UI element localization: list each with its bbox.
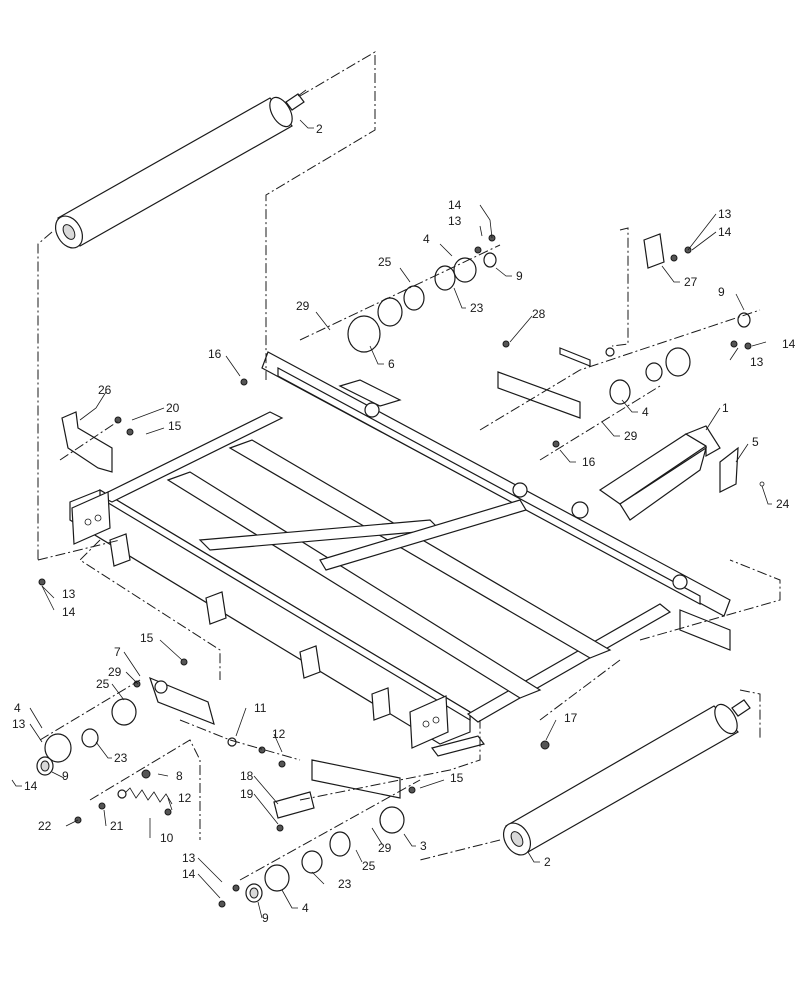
callout-label: 16 bbox=[208, 347, 222, 361]
callout-label: 29 bbox=[296, 299, 310, 313]
callout-label: 13 bbox=[718, 207, 732, 221]
callout-label: 4 bbox=[302, 901, 309, 915]
callout-label: 14 bbox=[62, 605, 76, 619]
callout-label: 6 bbox=[388, 357, 395, 371]
callout-label: 21 bbox=[110, 819, 124, 833]
callout-label: 24 bbox=[776, 497, 790, 511]
callout-label: 11 bbox=[254, 701, 267, 715]
callout-label: 13 bbox=[182, 851, 196, 865]
top-roller bbox=[54, 89, 307, 249]
callout-label: 12 bbox=[178, 791, 192, 805]
callout-label: 23 bbox=[114, 751, 128, 765]
main-frame bbox=[69, 351, 731, 757]
callout-label: 14 bbox=[718, 225, 732, 239]
callout-label: 5 bbox=[752, 435, 759, 449]
callout-label: 13 bbox=[12, 717, 26, 731]
callout-label: 25 bbox=[96, 677, 110, 691]
callout-label: 23 bbox=[338, 877, 352, 891]
callout-label: 4 bbox=[423, 232, 430, 246]
callout-label: 2 bbox=[544, 855, 551, 869]
callout-label: 3 bbox=[420, 839, 427, 853]
callout-label: 13 bbox=[448, 214, 462, 228]
callout-label: 16 bbox=[582, 455, 596, 469]
callout-label: 22 bbox=[38, 819, 52, 833]
callout-label: 28 bbox=[532, 307, 546, 321]
callout-label: 9 bbox=[516, 269, 523, 283]
assembly-lines bbox=[37, 51, 781, 881]
callout-label: 12 bbox=[272, 727, 286, 741]
callout-label: 4 bbox=[642, 405, 649, 419]
callout-label: 26 bbox=[98, 383, 112, 397]
callout-label: 14 bbox=[448, 198, 462, 212]
callout-label: 29 bbox=[378, 841, 392, 855]
callout-label: 7 bbox=[114, 645, 121, 659]
callout-label: 14 bbox=[24, 779, 38, 793]
callout-label: 1 bbox=[722, 401, 729, 415]
leader-lines bbox=[11, 119, 772, 919]
callout-label: 17 bbox=[564, 711, 578, 725]
callout-label: 13 bbox=[62, 587, 76, 601]
callout-label: 15 bbox=[140, 631, 154, 645]
lower-middle-hardware bbox=[218, 740, 550, 908]
upper-right-hardware bbox=[240, 233, 765, 493]
callout-label: 20 bbox=[166, 401, 180, 415]
callout-label: 9 bbox=[62, 769, 69, 783]
callout-label: 23 bbox=[470, 301, 484, 315]
callout-label: 8 bbox=[176, 769, 183, 783]
callout-label: 25 bbox=[362, 859, 376, 873]
callout-label: 13 bbox=[750, 355, 764, 369]
callout-label: 2 bbox=[316, 122, 323, 136]
left-hardware bbox=[36, 411, 286, 824]
callout-label: 27 bbox=[684, 275, 698, 289]
callout-label: 14 bbox=[782, 337, 796, 351]
callout-label: 14 bbox=[182, 867, 196, 881]
bottom-roller bbox=[502, 699, 751, 856]
callout-label: 25 bbox=[378, 255, 392, 269]
callout-label: 18 bbox=[240, 769, 254, 783]
callout-label: 19 bbox=[240, 787, 254, 801]
callout-label: 9 bbox=[718, 285, 725, 299]
callout-label: 15 bbox=[168, 419, 182, 433]
callout-label: 9 bbox=[262, 911, 269, 925]
callout-label: 4 bbox=[14, 701, 21, 715]
callout-labels: 2 14 13 4 9 25 23 29 6 16 13 14 27 28 9 … bbox=[12, 122, 796, 925]
callout-label: 29 bbox=[624, 429, 638, 443]
callout-label: 10 bbox=[160, 831, 174, 845]
callout-label: 15 bbox=[450, 771, 464, 785]
callout-label: 29 bbox=[108, 665, 122, 679]
